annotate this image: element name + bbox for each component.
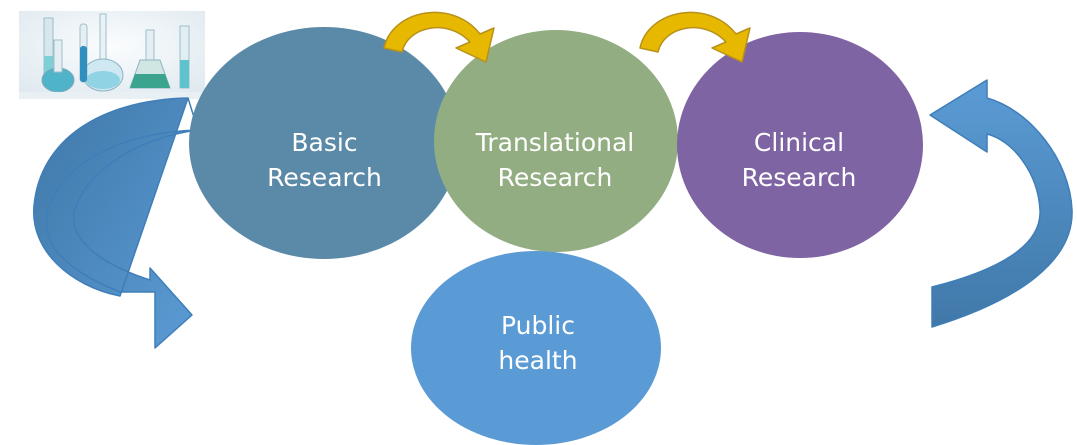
public-health-node bbox=[411, 251, 661, 445]
left-curved-arrow bbox=[33, 97, 199, 349]
translational-research-node bbox=[434, 30, 678, 252]
clinical-research-node bbox=[677, 32, 923, 258]
basic-research-node bbox=[189, 27, 459, 259]
right-curved-arrow bbox=[929, 79, 1073, 328]
translational-to-clinical-arrow bbox=[639, 11, 751, 63]
basic-to-translational-arrow bbox=[383, 11, 495, 63]
lab-glassware-image bbox=[19, 11, 205, 99]
